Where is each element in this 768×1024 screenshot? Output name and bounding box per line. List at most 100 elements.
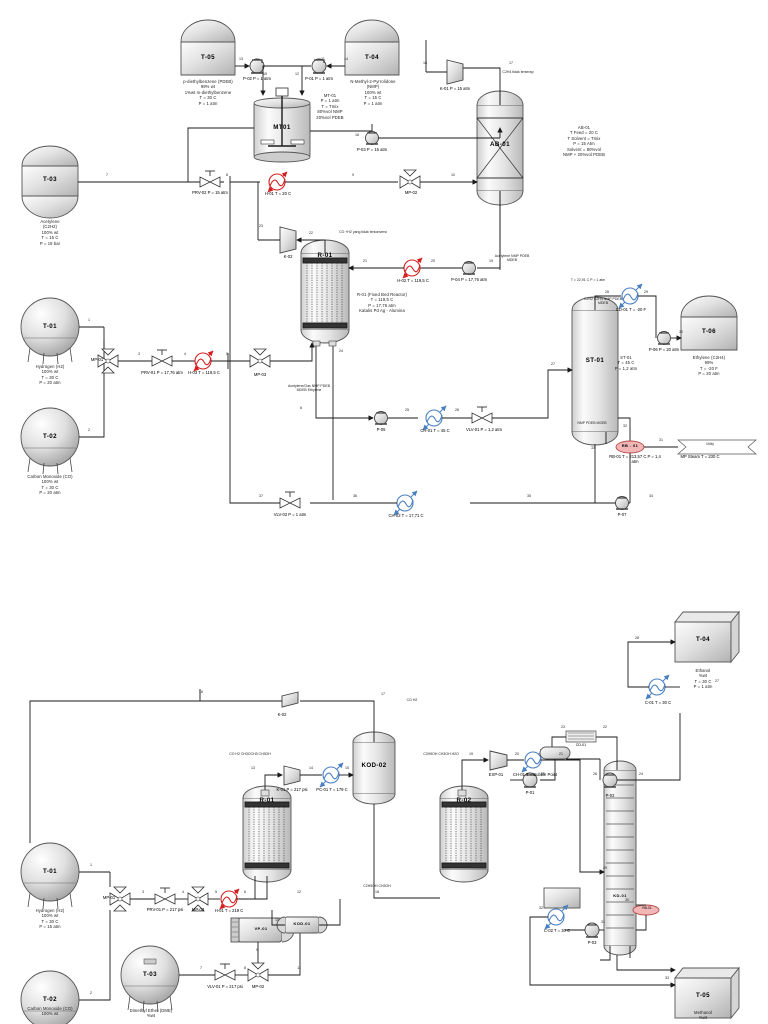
stream-number: 30	[625, 898, 629, 902]
stream-number: 14	[309, 766, 313, 770]
vessel-caption-st01: ST-01 T = 45 C P = 1,2 atm	[614, 355, 638, 371]
equipment-caption-mp02: MP-02	[404, 190, 418, 195]
stream-number: 22	[603, 725, 607, 729]
equipment-caption-h03: H-03 T = 119,5 C	[188, 370, 220, 375]
vessel-caption-b-t02: Carbon Monoxide (CO) 100% wt	[27, 1006, 73, 1017]
stream-number: 2	[90, 991, 92, 995]
equipment-caption-b-k02: K-02	[277, 712, 287, 717]
stream-number: 5	[215, 890, 217, 894]
stream-number: 6	[244, 890, 246, 894]
vessel-label-t03: T-03	[43, 176, 57, 183]
vessel-caption-t05: p-diethylbenzene (PDEB) 99% wt 1%wt m-di…	[183, 79, 233, 106]
equipment-caption-b-mp01: MP-01	[102, 895, 116, 900]
stream-number: 26	[593, 772, 597, 776]
equipment-caption-p06: P-06 P = 20 atm	[648, 347, 680, 352]
equipment-caption-b-rb01: RB-01	[642, 906, 652, 910]
vessel-caption-t01: Hydrogen (H2) 100% wt T = 30 C P = 20 at…	[35, 364, 65, 386]
stream-number: 15	[263, 72, 267, 76]
vessel-label-t02: T-02	[43, 433, 57, 440]
equipment-caption-b-exp01: EXP-01	[488, 772, 504, 777]
vessel-label-t06: T-06	[702, 328, 716, 335]
stream-tag-nmp-pdeb-mdeb: NMP PDEB MDEB	[577, 421, 607, 425]
equipment-caption-b-pc01: PC-01 T = 179 C	[316, 787, 348, 792]
equipment-caption-p01: P-01 P = 1 atm	[305, 76, 333, 81]
stream-number: 33	[665, 976, 669, 980]
stream-tag-b-etoh-meoh: C2H5OH CH3OH	[363, 884, 391, 888]
vessel-label-b-t02: T-02	[43, 996, 57, 1003]
equipment-caption-cd01: CD-01 T = -20 F	[615, 307, 647, 312]
vessel-caption-t02: Carbon Monoxide (CO) 100% wt T = 30 C P …	[27, 474, 73, 496]
stream-number: 21	[363, 259, 367, 263]
stream-number: 30	[679, 330, 683, 334]
equipment-caption-b-c02: C-02 T = 30 C	[543, 928, 571, 933]
stream-number: 13	[239, 57, 243, 61]
equipment-caption-ch02: CH-02 T = 17,71 C	[388, 513, 424, 518]
stream-number: 11	[297, 966, 301, 970]
vessel-label-t05: T-05	[201, 54, 215, 61]
stream-number: 25	[405, 408, 409, 412]
vessel-caption-mt01: MT-01 P = 1 atm T = Tmix 80%vol NMP 20%v…	[316, 93, 344, 120]
stream-number: 32	[623, 424, 627, 428]
stream-number: 16	[355, 133, 359, 137]
stream-number: 8	[226, 173, 228, 177]
utility-label: Utility	[705, 442, 715, 446]
equipment-caption-mp03: MP-03	[253, 372, 267, 377]
equipment-caption-p03: P-03 P = 15 atm	[356, 147, 388, 152]
stream-number: 28	[635, 636, 639, 640]
stream-number: 25	[541, 772, 545, 776]
equipment-caption-prv02: PRV-02 P = 15 atm	[192, 190, 228, 195]
stream-number: 20	[431, 259, 435, 263]
vessel-label-r01: R-01	[317, 252, 333, 259]
vessel-caption-ab01: AB-01 T Feed = 20 C T Solvent = Tmix P =…	[562, 125, 605, 158]
equipment-caption-b-prv01: PRV-01 P = 217 psi	[146, 907, 184, 912]
equipment-caption-b-vlv01: VLV-01 P = 217 psi	[207, 984, 243, 989]
equipment-label-b-vp01: VP-01	[254, 926, 268, 931]
stream-number: 12	[297, 890, 301, 894]
vessel-caption-b-t05: Methanol %wt	[693, 1010, 713, 1021]
stream-number: 11	[321, 57, 325, 61]
equipment-caption-k01: K-01 P = 15 atm	[439, 86, 471, 91]
stream-number: 27	[715, 679, 719, 683]
vessel-caption-b-t03: Dimethyl Ether (DME) %wt	[129, 1008, 173, 1019]
stream-number: 31	[659, 438, 663, 442]
stream-number: 35	[527, 494, 531, 498]
stream-tag-st01-overhead-conditions: T = 22,91 C P = 1 atm	[570, 278, 606, 282]
vessel-caption-b-t01: Hydrogen (H2) 100% wt T = 30 C P = 15 at…	[35, 908, 65, 930]
stream-number: 17	[509, 61, 513, 65]
stream-number: 10	[275, 918, 279, 922]
stream-tag-co-h2-unconverted: CO +H2 yang tidak terkonversi	[339, 230, 387, 234]
vessel-label-mt01: MT01	[273, 124, 291, 131]
equipment-caption-rb01: RB-01 T = 213,57 C P = 1,4 atm	[609, 454, 661, 465]
stream-number: 9	[352, 173, 354, 177]
stream-tag-b-co-h2-dme-meoh: CO H2 CH3OCH3 CH3OH	[229, 752, 271, 756]
equipment-caption-p05: P-05	[376, 427, 386, 432]
stream-number: 20	[515, 752, 519, 756]
vessel-label-b-r01: R-01	[259, 797, 275, 804]
stream-number: 7	[106, 173, 108, 177]
stream-number: 13	[251, 766, 255, 770]
equipment-caption-h01: H-01 T = 20 C	[264, 191, 292, 196]
vessel-label-b-t01: T-01	[43, 868, 57, 875]
equipment-caption-mp01: MP-01	[90, 357, 104, 362]
stream-number: 36	[353, 494, 357, 498]
equipment-caption-b-k01: K-01 P = 217 psi	[276, 787, 308, 792]
stream-number: 29	[644, 290, 648, 294]
stream-number: 3	[138, 352, 140, 356]
equipment-caption-b-p03: P-03	[587, 940, 597, 945]
vessel-label-b-t04: T-04	[696, 636, 710, 643]
equipment-caption-p04: P-04 P = 17,76 atm	[450, 277, 488, 282]
vessel-label-b-t05: T-05	[696, 992, 710, 999]
stream-tag-b-co-h2: CO H2	[406, 698, 418, 702]
equipment-caption-b-mp03: MP-03	[191, 907, 205, 912]
stream-number: 32	[539, 906, 543, 910]
stream-tag-c2h2-c2h4: C2H2 C2H4 NMP PDEB MDEB	[583, 297, 623, 306]
equipment-caption-prv01: PRV-01 P = 17,76 atm	[141, 370, 183, 375]
stream-number: 2	[88, 428, 90, 432]
vessel-caption-t06: Ethylene (C2H4) 99% T = -20 F P = 20 atm	[692, 355, 726, 377]
equipment-caption-b-ch01: CH-01 T = Bubble Point	[512, 772, 558, 777]
equipment-caption-b-p01: P-01	[525, 790, 535, 795]
stream-tag-b-etoh-meoh-h2o: C2H5OH CH3OH H2O	[423, 752, 459, 756]
stream-number: 1	[90, 863, 92, 867]
equipment-label-rb01: RB - 01	[621, 443, 639, 448]
vessel-label-b-kd01: KD-01	[613, 893, 627, 898]
